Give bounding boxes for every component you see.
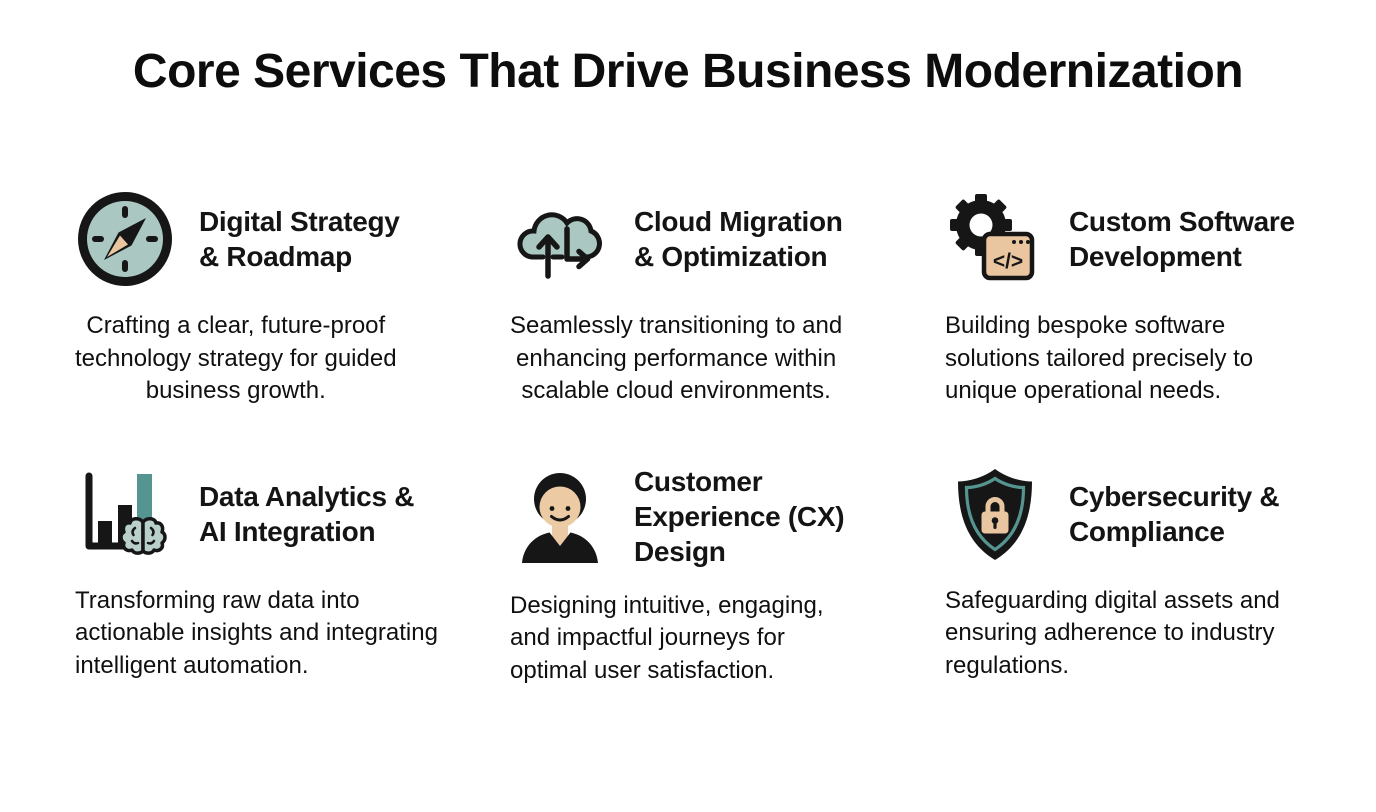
service-title: Data Analytics & AI Integration [199,480,415,547]
service-description: Safeguarding digital assets and ensuring… [945,586,1280,679]
shield-lock-icon [945,464,1045,564]
gear-code-window-icon: </> [945,189,1045,289]
service-title: Customer Experience (CX) Design [634,465,845,567]
service-title: Cloud Migration & Optimization [634,206,843,273]
service-description: Crafting a clear, future-proof technolog… [75,312,397,405]
service-card-data-analytics: Data Analytics & AI Integration Transfor… [75,464,475,688]
service-description: Seamlessly transitioning to and enhancin… [510,312,843,405]
card-head: Data Analytics & AI Integration [75,464,475,564]
card-head: </> Custom Software Development [945,189,1345,289]
compass-icon [75,189,175,289]
bar-chart-brain-icon [75,464,175,564]
service-card-customer-experience: Customer Experience (CX) Design Designin… [510,464,910,688]
service-card-cloud-migration: Cloud Migration & Optimization Seamlessl… [510,189,910,408]
service-card-digital-strategy: Digital Strategy & Roadmap Crafting a cl… [75,189,475,408]
cloud-transfer-icon [510,189,610,289]
svg-text:</>: </> [993,250,1023,273]
service-card-cybersecurity: Cybersecurity & Compliance Safeguarding … [945,464,1345,688]
person-icon [510,466,610,566]
card-head: Digital Strategy & Roadmap [75,189,475,289]
card-head: Customer Experience (CX) Design [510,464,910,569]
card-head: Cybersecurity & Compliance [945,464,1345,564]
card-head: Cloud Migration & Optimization [510,189,910,289]
service-title: Custom Software Development [1069,206,1295,273]
service-description: Transforming raw data into actionable in… [75,586,438,679]
service-title: Cybersecurity & Compliance [1069,480,1280,547]
service-card-custom-software: </> Custom Software Development Building… [945,189,1345,408]
services-grid: Digital Strategy & Roadmap Crafting a cl… [75,189,1356,687]
service-title: Digital Strategy & Roadmap [199,206,400,273]
service-description: Building bespoke software solutions tail… [945,312,1254,405]
page-title: Core Services That Drive Business Modern… [132,45,1244,98]
service-description: Designing intuitive, engaging, and impac… [510,591,824,684]
